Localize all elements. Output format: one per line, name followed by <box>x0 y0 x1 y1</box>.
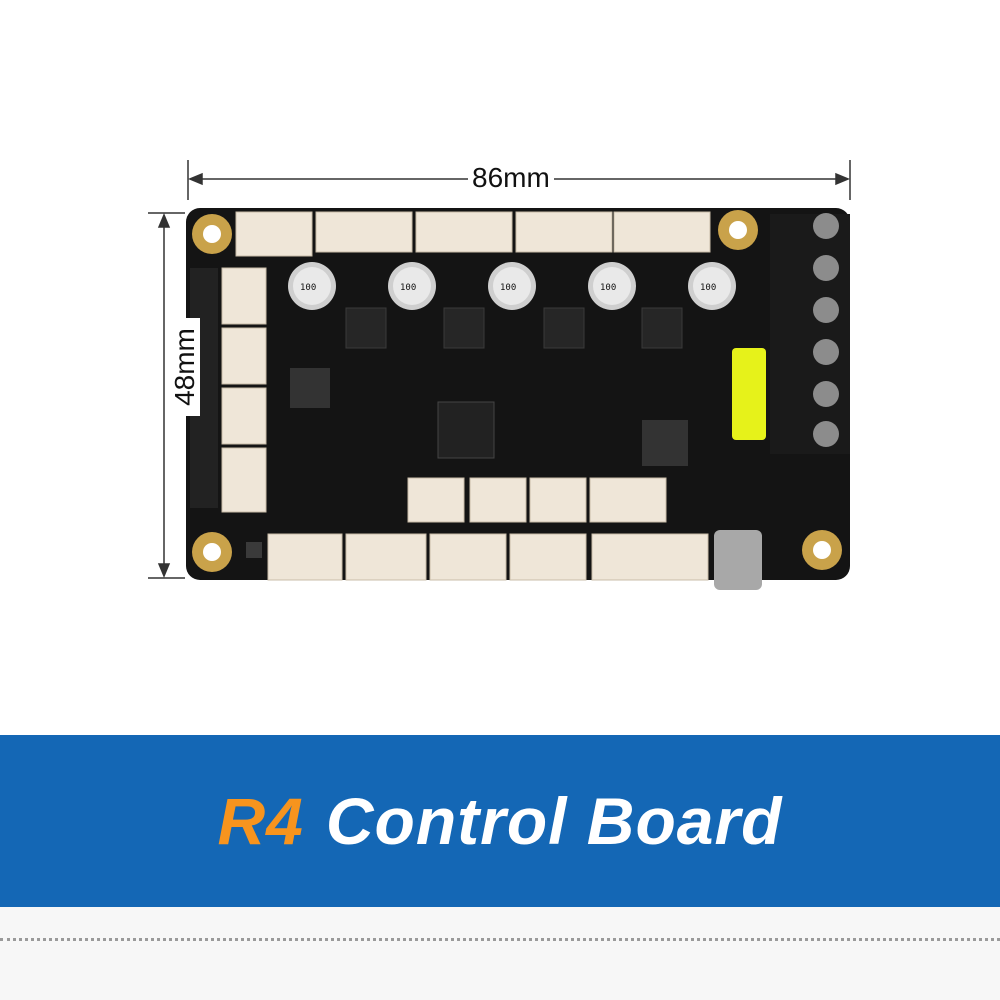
svg-text:100: 100 <box>300 283 316 293</box>
banner-title-text: Control Board <box>325 784 783 858</box>
driver-chips <box>345 307 683 349</box>
svg-text:100: 100 <box>400 283 416 293</box>
mounting-holes <box>192 210 842 572</box>
pcb-board: 100 100 100 100 100 <box>186 208 850 590</box>
svg-text:100: 100 <box>700 283 716 293</box>
inductor-right <box>642 420 688 466</box>
usb-c-port <box>714 530 762 590</box>
capacitors: 100 100 100 100 100 <box>288 262 736 310</box>
height-dimension-label: 48mm <box>169 318 200 416</box>
footer-band <box>0 907 1000 1000</box>
height-dimension-line <box>148 212 185 579</box>
banner-accent-text: R4 <box>217 784 304 858</box>
width-dimension-label: 86mm <box>468 163 554 193</box>
inductor-left <box>290 368 330 408</box>
product-photo: 100 100 100 100 100 <box>148 160 851 590</box>
board-illustration: 100 100 100 100 100 <box>148 160 851 590</box>
fuse <box>732 348 766 440</box>
bottom-connectors <box>267 533 709 581</box>
svg-text:100: 100 <box>600 283 616 293</box>
mcu-chip <box>437 401 495 459</box>
title-banner: R4 Control Board <box>0 735 1000 907</box>
dotted-divider <box>0 938 1000 941</box>
left-connectors <box>221 267 267 513</box>
terminal-block <box>770 213 850 454</box>
banner-title: R4 Control Board <box>217 783 782 859</box>
top-connectors <box>235 211 711 257</box>
reset-button <box>246 542 262 558</box>
middle-connectors <box>407 477 667 523</box>
svg-text:100: 100 <box>500 283 516 293</box>
